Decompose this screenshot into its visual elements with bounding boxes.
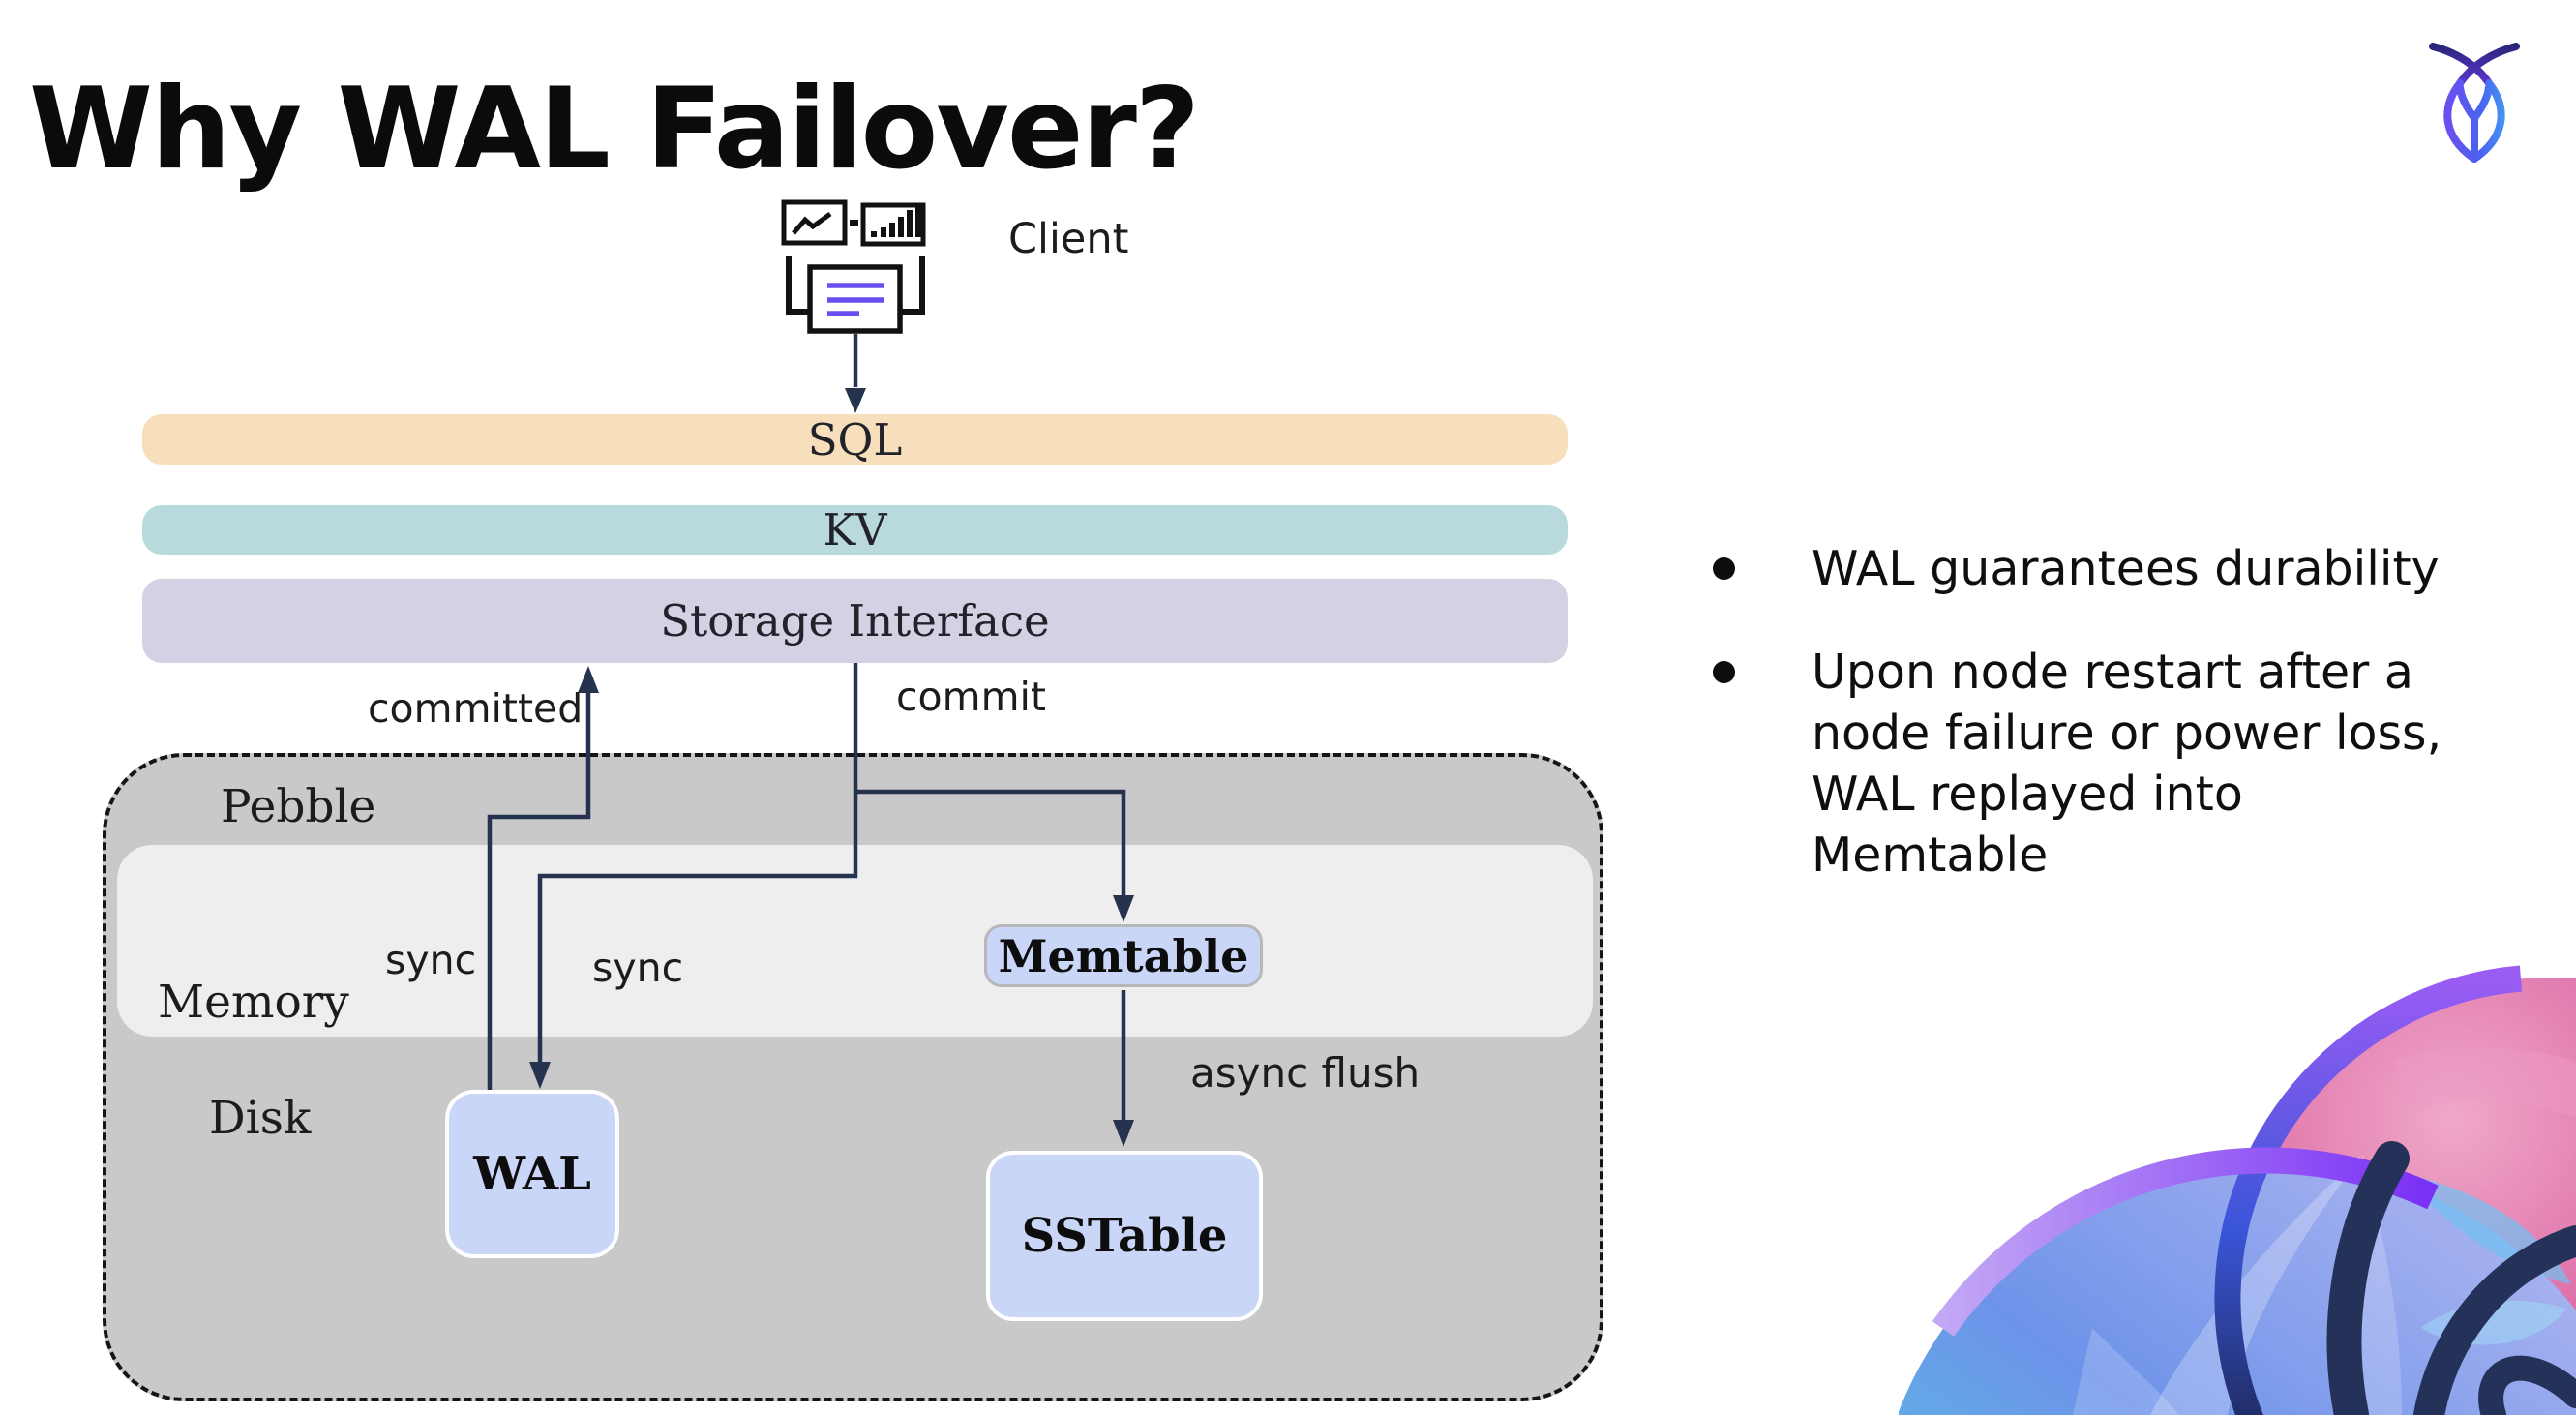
sync-label-down: sync: [592, 945, 684, 991]
memtable-label: Memtable: [998, 929, 1249, 982]
client-terminal-icon: [781, 199, 926, 334]
sstable-box: SSTable: [986, 1151, 1263, 1321]
memory-label: Memory: [158, 976, 349, 1029]
wal-label: WAL: [473, 1147, 591, 1201]
list-item: WAL guarantees durability: [1703, 538, 2555, 599]
arrowhead-sql: [845, 388, 866, 413]
layer-sql: SQL: [142, 413, 1568, 466]
async-flush-label: async flush: [1190, 1049, 1421, 1097]
committed-label: committed: [368, 685, 584, 732]
layer-storage-interface: Storage Interface: [142, 579, 1568, 663]
disk-label: Disk: [209, 1092, 312, 1145]
wal-box: WAL: [445, 1090, 619, 1258]
sync-label-up: sync: [385, 937, 477, 983]
memtable-box: Memtable: [984, 924, 1263, 987]
layer-kv-label: KV: [823, 504, 887, 556]
page-title: Why WAL Failover?: [29, 64, 1200, 195]
sstable-label: SSTable: [1021, 1209, 1228, 1263]
bullet-text: Upon node restart after a node failure o…: [1812, 645, 2442, 883]
bullet-text: WAL guarantees durability: [1812, 541, 2440, 596]
document-lines: [827, 283, 884, 316]
layer-kv: KV: [142, 504, 1568, 556]
layer-storage-label: Storage Interface: [660, 595, 1050, 647]
commit-label: commit: [896, 674, 1046, 720]
layer-sql-label: SQL: [807, 413, 903, 466]
cockroachdb-logo-icon: [2429, 43, 2520, 163]
bullet-dot-icon: [1713, 661, 1735, 683]
list-item: Upon node restart after a node failure o…: [1703, 642, 2555, 886]
pebble-label: Pebble: [221, 780, 376, 833]
brand-art-graphic: [1899, 965, 2576, 1415]
client-label: Client: [1008, 215, 1129, 263]
bullet-list: WAL guarantees durability Upon node rest…: [1703, 538, 2555, 886]
bullet-dot-icon: [1713, 557, 1735, 580]
